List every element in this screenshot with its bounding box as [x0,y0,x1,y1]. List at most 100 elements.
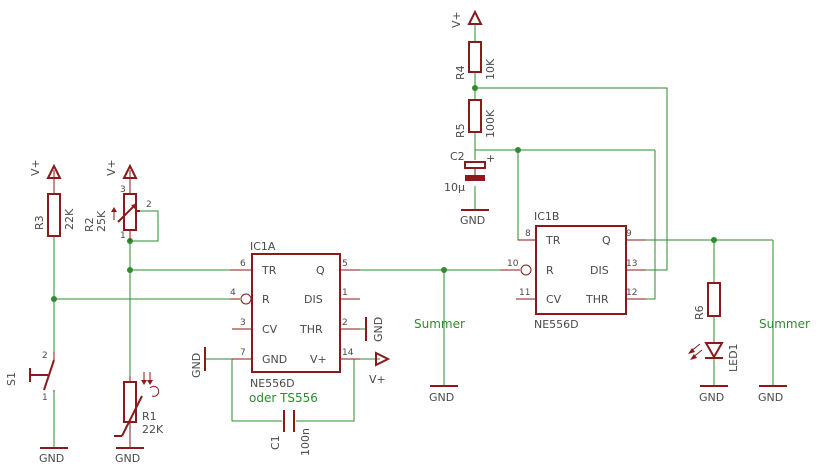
svg-text:R: R [262,293,270,306]
gnd-ic1a-pin2: GND [365,317,385,342]
svg-text:8: 8 [525,229,531,239]
vplus-ic1a: V+ [369,351,391,386]
wires [53,24,774,448]
svg-text:GND: GND [758,391,783,404]
svg-text:TR: TR [545,234,561,247]
capacitor-c2: C2 + 10µ [444,150,495,194]
svg-text:GND: GND [460,214,485,227]
vplus-r2: V+ [105,159,138,186]
junction-dot [515,147,521,153]
svg-text:IC1B: IC1B [534,210,559,223]
svg-text:14: 14 [342,348,354,358]
svg-text:2: 2 [342,318,348,328]
svg-text:3: 3 [120,185,126,195]
svg-text:3: 3 [240,318,246,328]
capacitor-c1: C1 100n [269,410,312,456]
svg-text:V+: V+ [310,353,327,366]
gnd-led1: GND [699,385,728,404]
svg-text:10K: 10K [484,58,497,80]
svg-text:IC1A: IC1A [250,240,276,253]
svg-text:4: 4 [230,288,236,298]
svg-text:R1: R1 [142,410,157,423]
svg-text:V+: V+ [29,159,42,176]
svg-text:22K: 22K [63,208,76,230]
svg-text:Q: Q [602,234,611,247]
svg-text:2: 2 [146,200,152,210]
svg-text:100K: 100K [484,109,497,138]
svg-text:S1: S1 [5,372,18,386]
resistor-r4: R4 10K [454,41,497,80]
led-led1: LED1 [688,342,740,372]
svg-text:DIS: DIS [590,264,609,277]
junction-dot [472,85,478,91]
svg-text:R4: R4 [454,65,467,80]
svg-text:1: 1 [120,231,126,241]
net-summer-right: Summer [759,317,810,331]
svg-text:GND: GND [39,452,64,465]
gnd-s1: GND [39,447,68,465]
svg-text:R6: R6 [693,305,706,320]
svg-text:10µ: 10µ [444,181,465,194]
svg-text:22K: 22K [142,423,164,436]
svg-text:2: 2 [42,351,48,361]
potentiometer-r2: 3 2 1 R2 25K [83,185,152,241]
svg-text:CV: CV [546,293,562,306]
svg-text:13: 13 [626,259,637,269]
svg-text:oder TS556: oder TS556 [249,391,318,405]
svg-text:C1: C1 [269,435,282,450]
svg-text:GND: GND [190,353,203,378]
svg-text:6: 6 [240,259,246,269]
svg-text:11: 11 [519,288,530,298]
svg-text:GND: GND [699,391,724,404]
svg-text:12: 12 [626,288,637,298]
resistor-r5: R5 100K [454,99,497,138]
switch-s1: 2 1 S1 [5,351,55,403]
junction-dot [711,237,717,243]
svg-text:V+: V+ [450,11,463,28]
svg-text:NE556D: NE556D [534,318,579,331]
gnd-summer-right: GND [758,385,787,404]
svg-text:7: 7 [240,348,246,358]
svg-text:Q: Q [316,264,325,277]
gnd-ic1a-pin7: GND [190,347,206,378]
svg-text:GND: GND [429,391,454,404]
ic1b: IC1B NE556D 8 10 11 TR R CV 9 13 12 Q DI… [500,210,646,331]
svg-text:DIS: DIS [304,293,323,306]
gnd-summer-left: GND [429,385,458,404]
svg-text:1: 1 [42,393,48,403]
gnd-r1: GND [115,422,144,465]
svg-text:R3: R3 [33,215,46,230]
junction-dot [127,267,133,273]
junction-dot [441,267,447,273]
junction-dot [51,296,57,302]
svg-text:V+: V+ [105,159,118,176]
svg-text:C2: C2 [450,150,465,163]
svg-text:CV: CV [262,323,278,336]
svg-text:+: + [486,152,495,165]
svg-text:R2: R2 [83,217,96,232]
svg-text:1: 1 [342,288,348,298]
svg-text:TR: TR [261,264,277,277]
gnd-c2: GND [460,209,489,227]
ic1a: IC1A NE556D oder TS556 6 4 3 7 TR R CV G… [230,240,360,405]
svg-text:9: 9 [626,229,632,239]
junctions [51,85,717,302]
svg-text:THR: THR [299,323,323,336]
svg-text:GND: GND [115,452,140,465]
svg-text:LED1: LED1 [727,343,740,372]
svg-text:V+: V+ [369,373,386,386]
vplus-r3: V+ [29,159,62,194]
svg-text:25K: 25K [95,210,108,232]
svg-text:NE556D: NE556D [250,377,295,390]
svg-text:100n: 100n [299,428,312,456]
resistor-r3: R3 22K [33,193,76,237]
ldr-r1: R1 22K [114,372,164,437]
svg-text:R: R [546,264,554,277]
vplus-r4: V+ [450,9,483,28]
svg-text:GND: GND [372,317,385,342]
svg-text:R5: R5 [454,123,467,138]
resistor-r6: R6 [693,282,721,320]
svg-text:GND: GND [262,353,287,366]
svg-text:THR: THR [585,293,609,306]
